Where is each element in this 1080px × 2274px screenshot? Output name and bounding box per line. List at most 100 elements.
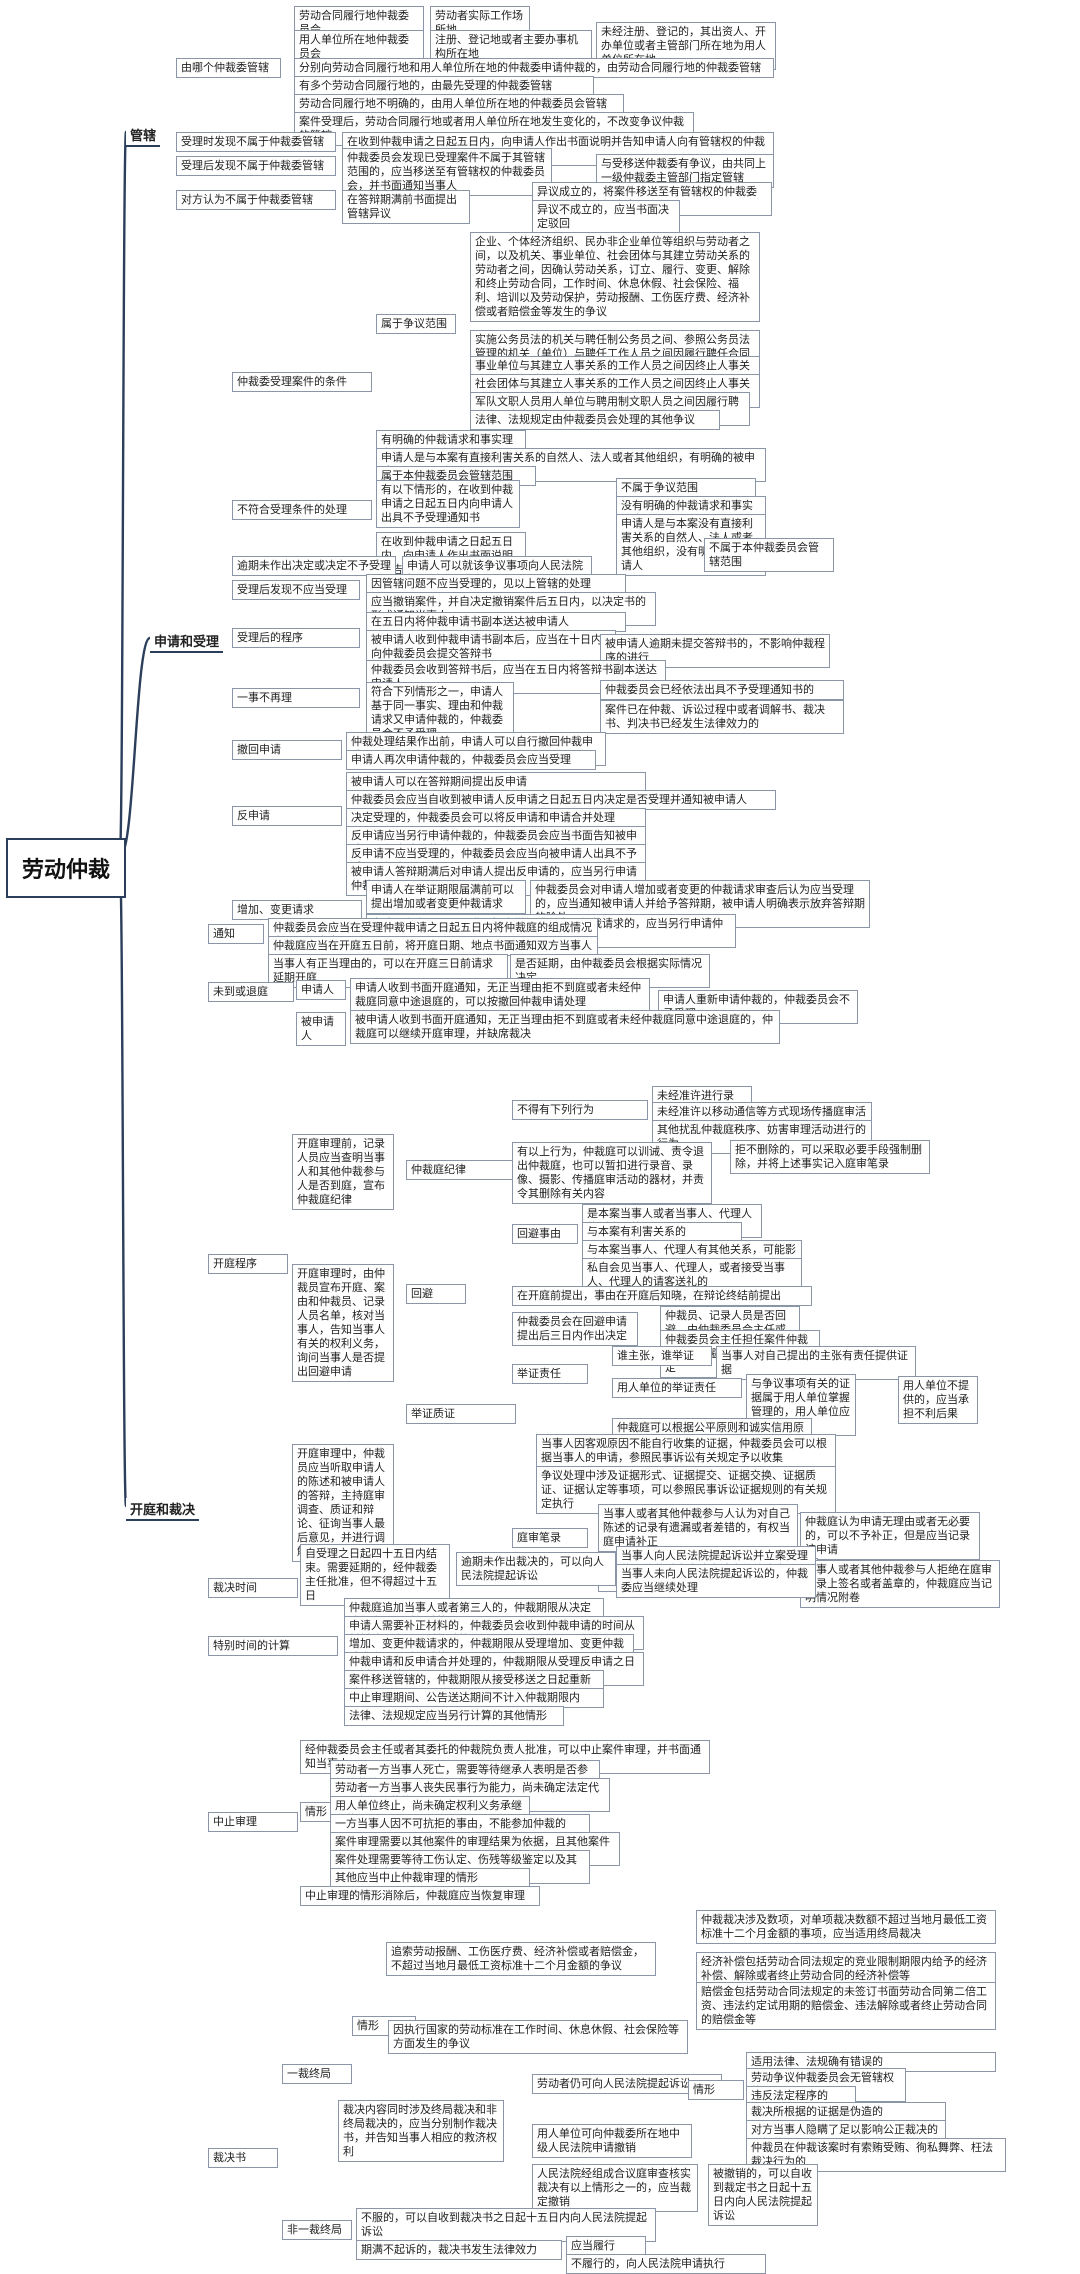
map-node: 当事人或者其他仲裁参与人拒绝在庭审笔录上签名或者盖章的，仲裁庭应当记明情况附卷: [800, 1560, 1000, 1608]
map-node: 撤回申请: [232, 740, 342, 760]
map-node: 举证责任: [512, 1364, 588, 1384]
map-node: 一方当事人因不可抗拒的事由，不能参加仲裁的: [330, 1814, 590, 1834]
map-node: 受理后发现不属于仲裁委管辖: [176, 156, 336, 176]
map-node: 适用法律、法规确有错误的: [746, 2052, 996, 2072]
map-node: 仲裁裁决涉及数项，对单项裁决数额不超过当地月最低工资标准十二个月金额的事项，应当…: [696, 1910, 996, 1944]
map-node: 受理后发现不应当受理: [232, 580, 360, 600]
map-node: 非一裁终局: [282, 2220, 352, 2240]
map-node: 仲裁委受理案件的条件: [232, 372, 372, 392]
map-node: 在开庭前提出，事由在开庭后知晓，在辩论终结前提出: [512, 1286, 812, 1306]
map-node: 分别向劳动合同履行地和用人单位所在地的仲裁委申请仲裁的，由劳动合同履行地的仲裁委…: [294, 58, 774, 78]
map-node: 当事人因客观原因不能自行收集的证据，仲裁委员会可以根据当事人的申请，参照民事诉讼…: [536, 1434, 836, 1468]
map-node: 增加、变更请求: [232, 900, 362, 920]
map-node: 因执行国家的劳动标准在工作时间、休息休假、社会保险等方面发生的争议: [388, 2020, 688, 2054]
map-node: 不属于本仲裁委员会管辖范围: [704, 538, 834, 572]
map-node: 与本案有利害关系的: [582, 1222, 742, 1242]
map-node: 在答辩期满前书面提出管辖异议: [342, 190, 470, 224]
map-node: 庭审笔录: [512, 1528, 588, 1548]
map-node: 裁决书: [208, 2148, 278, 2168]
map-node: 情形: [688, 2080, 744, 2100]
map-node: 经济补偿包括劳动合同法规定的竞业限制期限内给予的经济补偿、解除或者终止劳动合同的…: [696, 1952, 996, 1986]
map-node: 仲裁委员会发现已受理案件不属于其管辖范围的，应当移送至有管辖权的仲裁委员会，并书…: [342, 148, 552, 196]
map-node: 决定受理的，仲裁委员会可以将反申请和申请合并处理: [346, 808, 646, 828]
map-node: 反申请: [232, 806, 342, 826]
map-node: 申请人在举证期限届满前可以提出增加或者变更仲裁请求: [366, 880, 526, 914]
map-node: 逾期未作出裁决的，可以向人民法院提起诉讼: [456, 1552, 616, 1586]
map-node: 开庭审理中，仲裁员应当听取申请人的陈述和被申请人的答辩，主持庭审调查、质证和辩论…: [292, 1444, 394, 1562]
map-node: 在五日内将仲裁申请书副本送达被申请人: [366, 612, 626, 632]
map-node: 追索劳动报酬、工伤医疗费、经济补偿或者赔偿金，不超过当地月最低工资标准十二个月金…: [386, 1942, 656, 1976]
map-node: 裁决所根据的证据是伪造的: [746, 2102, 946, 2122]
trunk-connector: [118, 636, 152, 858]
map-node: 开庭审理前，记录人员应当查明当事人和其他仲裁参与人是否到庭，宣布仲裁庭纪律: [292, 1134, 394, 1210]
map-node: 被申请人收到书面开庭通知，无正当理由拒不到庭或者未经仲裁庭同意中途退庭的，仲裁庭…: [350, 1010, 780, 1044]
map-node: 被撤销的，可以自收到裁定书之日起十五日内向人民法院提起诉讼: [708, 2164, 818, 2226]
map-node: 其他应当中止仲裁审理的情形: [330, 1868, 530, 1888]
map-node: 一裁终局: [282, 2064, 352, 2084]
map-node: 属于争议范围: [376, 314, 456, 334]
trunk-connector: [118, 130, 128, 852]
map-node: 被申请人: [296, 1012, 346, 1046]
map-node: 仲裁委员会应当自收到被申请人反申请之日起五日内决定是否受理并通知被申请人: [346, 790, 776, 810]
map-node: 有以上行为，仲裁庭可以训诫、责令退出仲裁庭，也可以暂扣进行录音、录像、摄影、传播…: [512, 1142, 712, 1204]
map-node: 自受理之日起四十五日内结束。需要延期的，经仲裁委主任批准，但不得超过十五日: [300, 1544, 450, 1606]
map-node: 逾期未作出决定或决定不予受理: [232, 556, 396, 576]
map-node: 因管辖问题不应当受理的，见以上管辖的处理: [366, 574, 626, 594]
map-node: 用人单位可向仲裁委所在地中级人民法院申请撤销: [532, 2124, 692, 2158]
map-node: 申请人收到书面开庭通知，无正当理由拒不到庭或者未经仲裁庭同意中途退庭的，可以按撤…: [350, 978, 650, 1012]
map-node: 期满不起诉的，裁决书发生法律效力: [356, 2240, 562, 2260]
map-node: 仲裁庭应当在开庭五日前，将开庭日期、地点书面通知双方当事人: [268, 936, 598, 956]
map-node: 中止审理: [208, 1812, 298, 1832]
map-node: 不属于争议范围: [616, 478, 756, 498]
map-node: 仲裁庭纪律: [406, 1160, 516, 1180]
map-node: 开庭审理时，由仲裁员宣布开庭、案由和仲裁员、记录人员名单，核对当事人，告知当事人…: [292, 1264, 394, 1382]
map-node: 案件已在仲裁、诉讼过程中或者调解书、裁决书、判决书已经发生法律效力的: [600, 700, 844, 734]
map-node: 裁决内容同时涉及终局裁决和非终局裁决的，应当分别制作裁决书，并告知当事人相应的救…: [338, 2100, 504, 2162]
map-node: 仲裁庭认为申请无理由或者无必要的，可以不予补正，但是应当记录该申请: [800, 1512, 980, 1560]
map-node: 人民法院经组成合议庭审查核实裁决有以上情形之一的，应当裁定撤销: [532, 2164, 698, 2212]
map-node: 回避事由: [512, 1224, 578, 1244]
map-node: 劳动者仍可向人民法院提起诉讼: [532, 2074, 722, 2094]
map-node: 有以下情形的，在收到仲裁申请之日起五日内向申请人出具不予受理通知书: [376, 480, 520, 528]
map-node: 不履行的，向人民法院申请执行: [566, 2254, 766, 2274]
map-node: 受理后的程序: [232, 628, 360, 648]
map-node: 情形: [300, 1802, 350, 1822]
map-node: 法律、法规规定由仲裁委员会处理的其他争议: [470, 410, 720, 430]
map-node: 被申请人收到仲裁申请书副本后，应当在十日内向仲裁委员会提交答辩书: [366, 630, 616, 664]
map-node: 赔偿金包括劳动合同法规定的未签订书面劳动合同第二倍工资、违法约定试用期的赔偿金、…: [696, 1982, 996, 2030]
map-node: 仲裁委员会已经依法出具不予受理通知书的: [600, 680, 844, 700]
map-node: 仲裁委员会在回避申请提出后三日内作出决定: [512, 1312, 638, 1346]
map-node: 企业、个体经济组织、民办非企业单位等组织与劳动者之间，以及机关、事业单位、社会团…: [470, 232, 760, 322]
map-node: 当事人未向人民法院提起诉讼的，仲裁委应当继续处理: [616, 1564, 816, 1598]
map-node: 申请人再次申请仲裁的，仲裁委员会应当受理: [346, 750, 596, 770]
map-node: 被申请人可以在答辩期间提出反申请: [346, 772, 646, 792]
map-node: 当事人或者其他仲裁参与人认为对自己陈述的记录有遗漏或者差错的，有权当庭申请补正: [598, 1504, 798, 1552]
map-node: 应当履行: [566, 2236, 646, 2256]
branch-hearing: 开庭和裁决: [126, 1498, 200, 1521]
map-node: 用人单位的举证责任: [612, 1378, 742, 1398]
map-node: 不符合受理条件的处理: [232, 500, 372, 520]
map-node: 通知: [208, 924, 264, 944]
map-node: 法律、法规规定应当另行计算的其他情形: [344, 1706, 564, 1726]
map-node: 谁主张，谁举证: [612, 1346, 712, 1366]
map-node: 开庭程序: [208, 1254, 288, 1274]
map-node: 未经准许以移动通信等方式现场传播庭审活动: [652, 1102, 872, 1136]
map-node: 不得有下列行为: [512, 1100, 648, 1120]
map-node: 有多个劳动合同履行地的，由最先受理的仲裁委管辖: [294, 76, 594, 96]
map-node: 裁决时间: [208, 1578, 298, 1598]
branch-jurisdiction: 管辖: [126, 124, 161, 147]
map-node: 不服的，可以自收到裁决书之日起十五日内向人民法院提起诉讼: [356, 2208, 656, 2242]
map-node: 中止审理期间、公告送达期间不计入仲裁期限内: [344, 1688, 604, 1708]
map-node: 异议不成立的，应当书面决定驳回: [532, 200, 680, 234]
map-node: 回避: [406, 1284, 466, 1304]
map-node: 用人单位不提供的，应当承担不利后果: [898, 1376, 978, 1424]
map-node: 对方认为不属于仲裁委管辖: [176, 190, 336, 210]
map-node: 拒不删除的，可以采取必要手段强制删除，并将上述事实记入庭审笔录: [730, 1140, 930, 1174]
map-node: 举证质证: [406, 1404, 516, 1424]
map-node: 申请人: [296, 980, 346, 1000]
branch-application: 申请和受理: [150, 630, 224, 653]
trunk-connector: [118, 868, 128, 1508]
map-node: 受理时发现不属于仲裁委管辖: [176, 132, 336, 152]
root-node: 劳动仲裁: [6, 838, 127, 898]
